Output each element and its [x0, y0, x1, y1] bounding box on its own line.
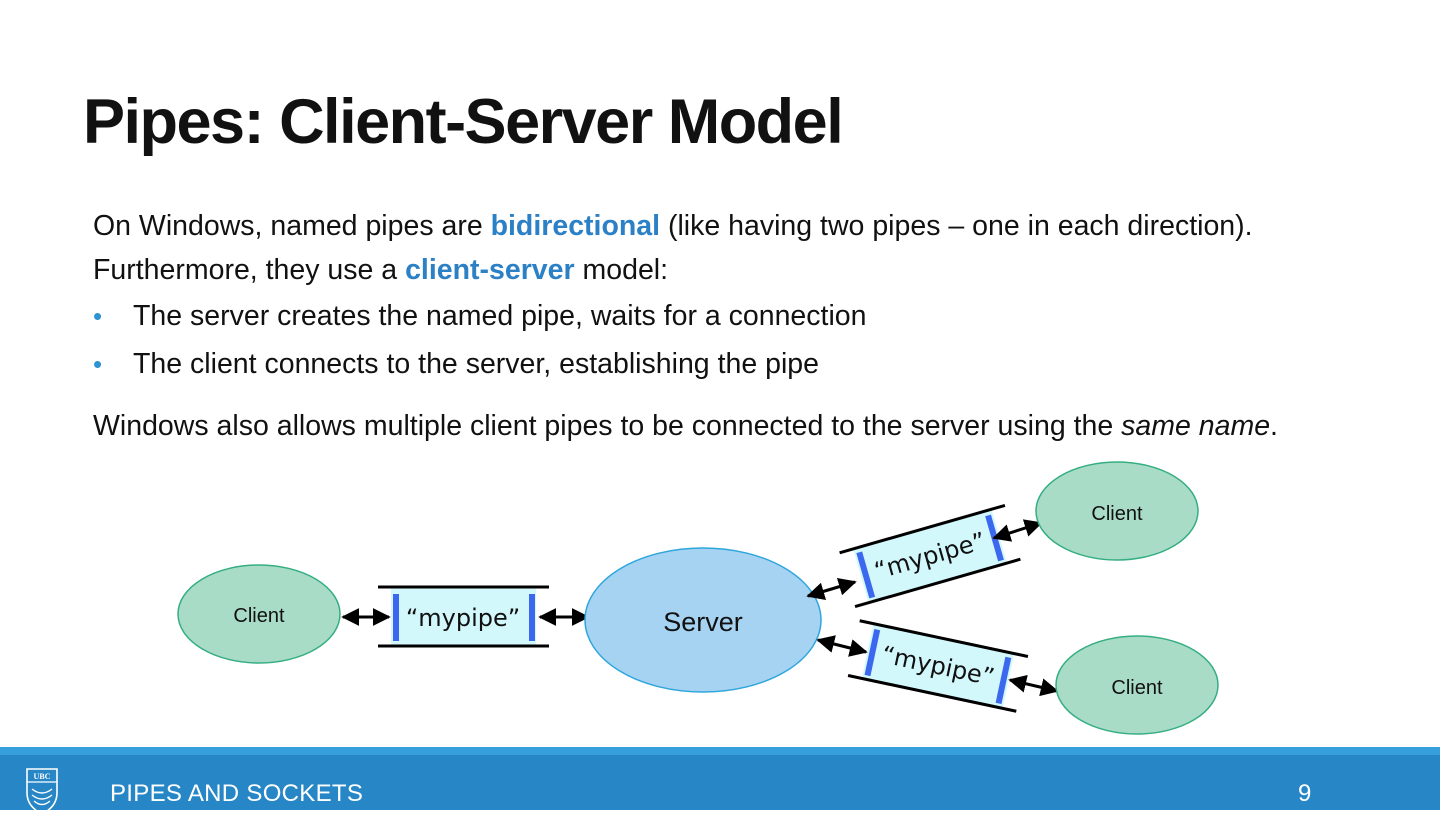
pipe-body — [861, 624, 1015, 708]
pipe-right-end — [529, 594, 535, 641]
intro-paragraph: On Windows, named pipes are bidirectiona… — [93, 204, 1333, 292]
client-ellipse — [177, 564, 341, 664]
server-label: Server — [663, 607, 743, 637]
pipe-left-end — [393, 594, 399, 641]
bullet-dot-icon: • — [93, 349, 103, 379]
multi-client-paragraph: Windows also allows multiple client pipe… — [93, 404, 1333, 448]
client-top-right: Client — [1035, 461, 1199, 561]
bullet-text: The client connects to the server, estab… — [133, 348, 819, 380]
client-left: Client — [177, 564, 341, 664]
pipe-left-end — [856, 551, 876, 599]
ubc-logo-text: UBC — [34, 772, 51, 781]
intro-text-1: On Windows, named pipes are — [93, 210, 491, 242]
slide-title: Pipes: Client-Server Model — [83, 87, 844, 157]
pipe-body — [391, 588, 536, 645]
server-ellipse — [584, 547, 822, 693]
client-ellipse — [1055, 635, 1219, 735]
arrow-pipe-client-upper — [992, 519, 1043, 542]
footer-bar: UBC PIPES AND SOCKETS 9 — [0, 747, 1440, 815]
pipe-left: “mypipe” — [378, 585, 549, 648]
page-number: 9 — [1298, 780, 1312, 807]
pipe-body — [853, 510, 1007, 602]
client-label: Client — [1091, 503, 1143, 525]
pipe-lower-right: “mypipe” — [847, 619, 1029, 713]
pipe-bottom-wall — [854, 557, 1021, 609]
bullet-dot-icon: • — [93, 301, 103, 331]
pipe-label: “mypipe” — [406, 604, 520, 632]
multi-text-1: Windows also allows multiple client pipe… — [93, 410, 1122, 442]
multi-text-2: . — [1270, 410, 1278, 442]
intro-text-2: (like having two pipes – one in each dir… — [93, 210, 1253, 286]
arrow-server-pipe-lower — [816, 635, 868, 657]
pipe-right-end — [995, 656, 1012, 705]
client-label: Client — [233, 605, 285, 627]
bullet-list: • The server creates the named pipe, wait… — [93, 292, 866, 388]
pipe-upper-right: “mypipe” — [839, 503, 1021, 609]
pipe-bottom-wall — [847, 674, 1017, 713]
bullet-item: • The server creates the named pipe, wait… — [93, 292, 866, 340]
pipe-top-wall — [859, 619, 1029, 658]
arrow-pipe-client-lower — [1008, 674, 1059, 697]
highlight-bidirectional: bidirectional — [490, 210, 661, 242]
bullet-text: The server creates the named pipe, waits… — [133, 300, 867, 332]
bullet-item: • The client connects to the server, esta… — [93, 340, 866, 388]
pipe-top-wall — [839, 503, 1006, 555]
footer-section-title: PIPES AND SOCKETS — [110, 780, 364, 807]
arrow-server-pipe-upper — [806, 577, 857, 601]
intro-text-3: model: — [574, 254, 669, 286]
ubc-crest-icon: UBC — [26, 768, 58, 815]
pipe-left-end — [864, 628, 881, 677]
client-ellipse — [1035, 461, 1199, 561]
client-bottom-right: Client — [1055, 635, 1219, 735]
server: Server — [584, 547, 822, 693]
client-label: Client — [1111, 677, 1163, 699]
highlight-client-server: client-server — [405, 254, 575, 286]
same-name-emphasis: same name — [1121, 410, 1271, 442]
